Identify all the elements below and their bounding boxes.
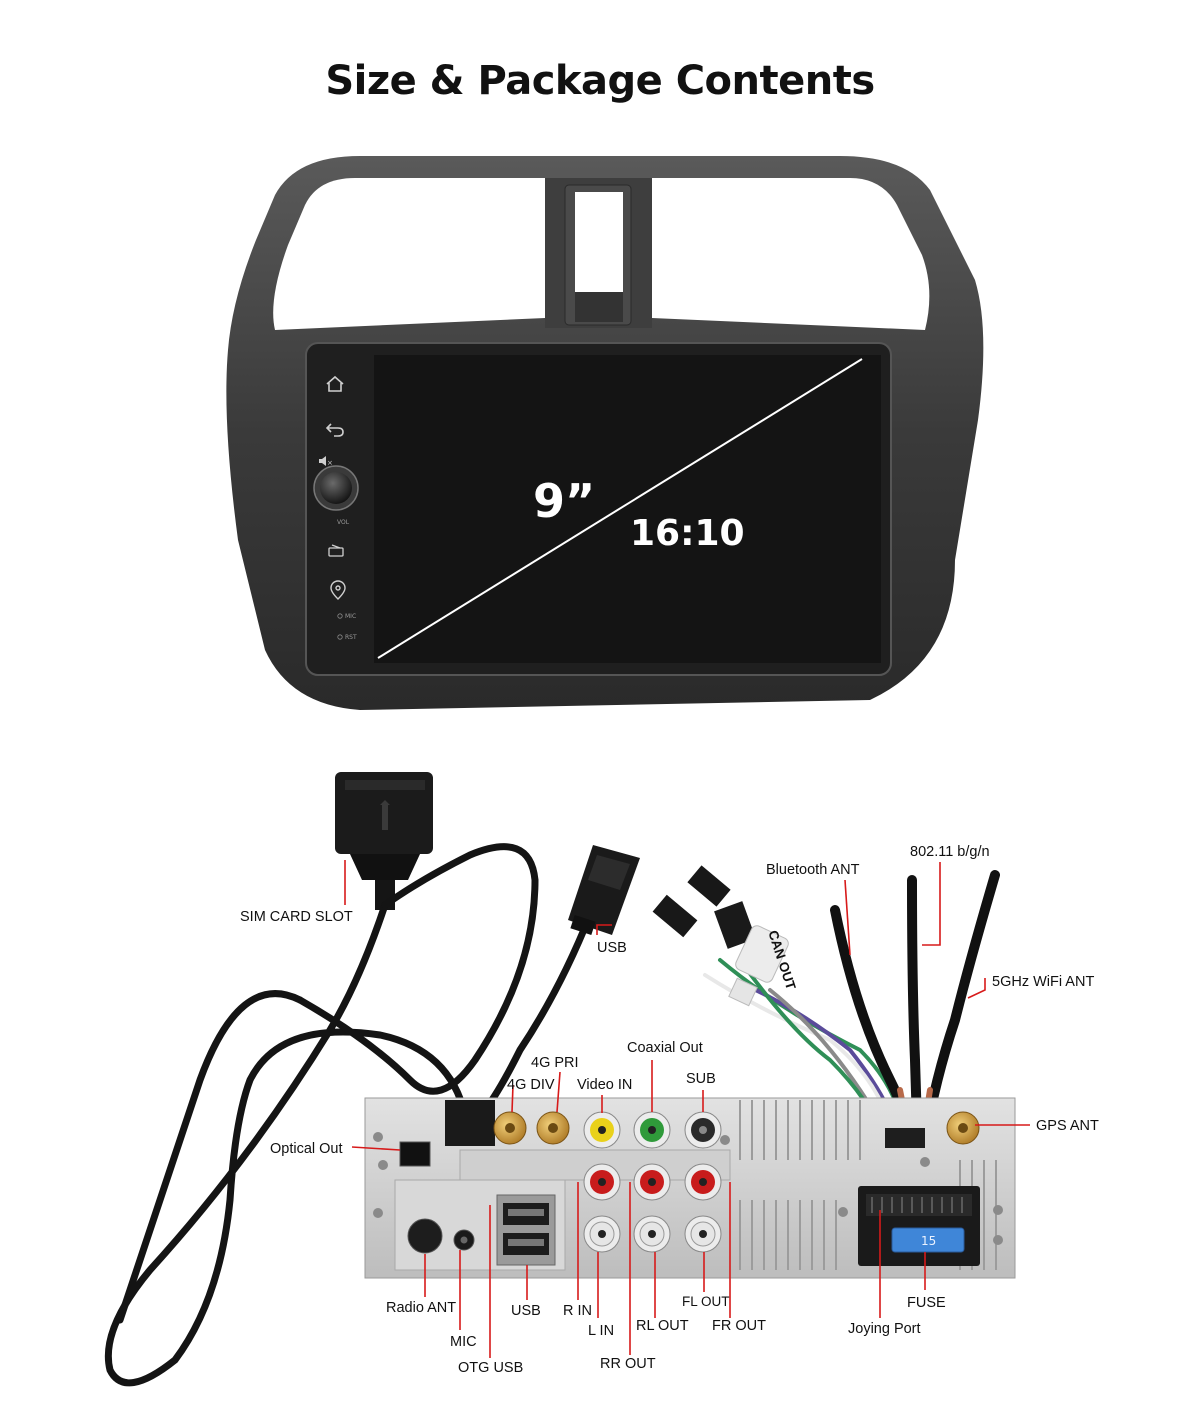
label-rr-out: RR OUT — [600, 1356, 656, 1372]
label-joying-port: Joying Port — [848, 1321, 921, 1337]
sim-card-slot-module — [335, 772, 433, 910]
rst-hole[interactable] — [337, 634, 343, 640]
mic-panel-label: MIC — [345, 613, 356, 620]
leader-lines — [344, 860, 1030, 1358]
rca-fr-out[interactable] — [684, 1163, 722, 1201]
dash-opening-left — [273, 178, 545, 330]
head-unit: 9” 16:10 × VOL — [226, 156, 984, 710]
svg-text:×: × — [327, 459, 333, 467]
label-4g-div: 4G DIV — [507, 1077, 555, 1093]
rca-l-in[interactable] — [583, 1215, 621, 1253]
rca-video-in[interactable] — [583, 1111, 621, 1149]
label-fuse: FUSE — [907, 1295, 946, 1311]
mic-hole — [337, 613, 343, 619]
radio-ant-port[interactable] — [407, 1218, 443, 1254]
rca-rl-out[interactable] — [633, 1215, 671, 1253]
label-video-in: Video IN — [577, 1077, 632, 1093]
label-optical-out: Optical Out — [270, 1141, 343, 1157]
label-wifi-5g: 5GHz WiFi ANT — [992, 974, 1094, 990]
rca-sub[interactable] — [684, 1111, 722, 1149]
fuse-value: 15 — [921, 1234, 936, 1248]
rca-fl-out[interactable] — [684, 1215, 722, 1253]
label-usb-port: USB — [511, 1303, 541, 1319]
radio-icon[interactable] — [328, 544, 344, 557]
volume-knob[interactable] — [313, 465, 359, 511]
label-bluetooth-ant: Bluetooth ANT — [766, 862, 860, 878]
label-mic: MIC — [450, 1334, 477, 1350]
location-icon[interactable] — [330, 580, 346, 600]
display-screen — [374, 355, 881, 663]
home-icon[interactable] — [326, 375, 344, 392]
rca-coaxial-out[interactable] — [633, 1111, 671, 1149]
usb-cable-connector — [568, 845, 640, 936]
optical-out-port[interactable] — [399, 1141, 431, 1167]
label-usb-cable: USB — [597, 940, 627, 956]
label-r-in: R IN — [563, 1303, 592, 1319]
label-4g-pri: 4G PRI — [531, 1055, 579, 1071]
label-l-in: L IN — [588, 1323, 614, 1339]
label-rl-out: RL OUT — [636, 1318, 689, 1334]
aspect-ratio-label: 16:10 — [630, 513, 745, 554]
sma-4g-pri[interactable] — [536, 1111, 570, 1145]
harness-connectors: CAN OUT — [652, 865, 799, 1007]
sma-4g-div[interactable] — [493, 1111, 527, 1145]
label-radio-ant: Radio ANT — [386, 1300, 456, 1316]
back-icon[interactable] — [325, 423, 344, 437]
rca-r-in[interactable] — [583, 1163, 621, 1201]
label-wifi-24: 802.11 b/g/n — [910, 844, 990, 860]
label-fl-out: FL OUT — [682, 1294, 730, 1309]
usb-ports[interactable] — [496, 1194, 556, 1266]
label-sim-card-slot: SIM CARD SLOT — [240, 909, 353, 925]
label-coaxial-out: Coaxial Out — [627, 1040, 703, 1056]
mute-icon[interactable]: × — [319, 456, 333, 467]
black-cables — [104, 843, 594, 1387]
rst-panel-label: RST — [345, 634, 357, 641]
screen-size-label: 9” — [533, 474, 595, 528]
vol-label: VOL — [337, 519, 350, 526]
screen-diagonal-line — [377, 358, 863, 659]
rca-rr-out[interactable] — [633, 1163, 671, 1201]
fuse[interactable]: 15 — [891, 1227, 965, 1253]
joying-port[interactable] — [858, 1186, 980, 1266]
wiring-diagram: CAN OUT — [104, 772, 1099, 1387]
sma-gps[interactable] — [946, 1111, 980, 1145]
harness-clip — [885, 1128, 925, 1148]
page-title: Size & Package Contents — [325, 58, 875, 104]
label-fr-out: FR OUT — [712, 1318, 766, 1334]
label-sub: SUB — [686, 1071, 716, 1087]
dash-opening-right — [652, 178, 930, 330]
label-gps-ant: GPS ANT — [1036, 1118, 1099, 1134]
callout-labels: SIM CARD SLOT USB Bluetooth ANT 802.11 b… — [240, 844, 1099, 1376]
label-otg-usb: OTG USB — [458, 1360, 523, 1376]
cable-entry-block — [445, 1100, 495, 1146]
